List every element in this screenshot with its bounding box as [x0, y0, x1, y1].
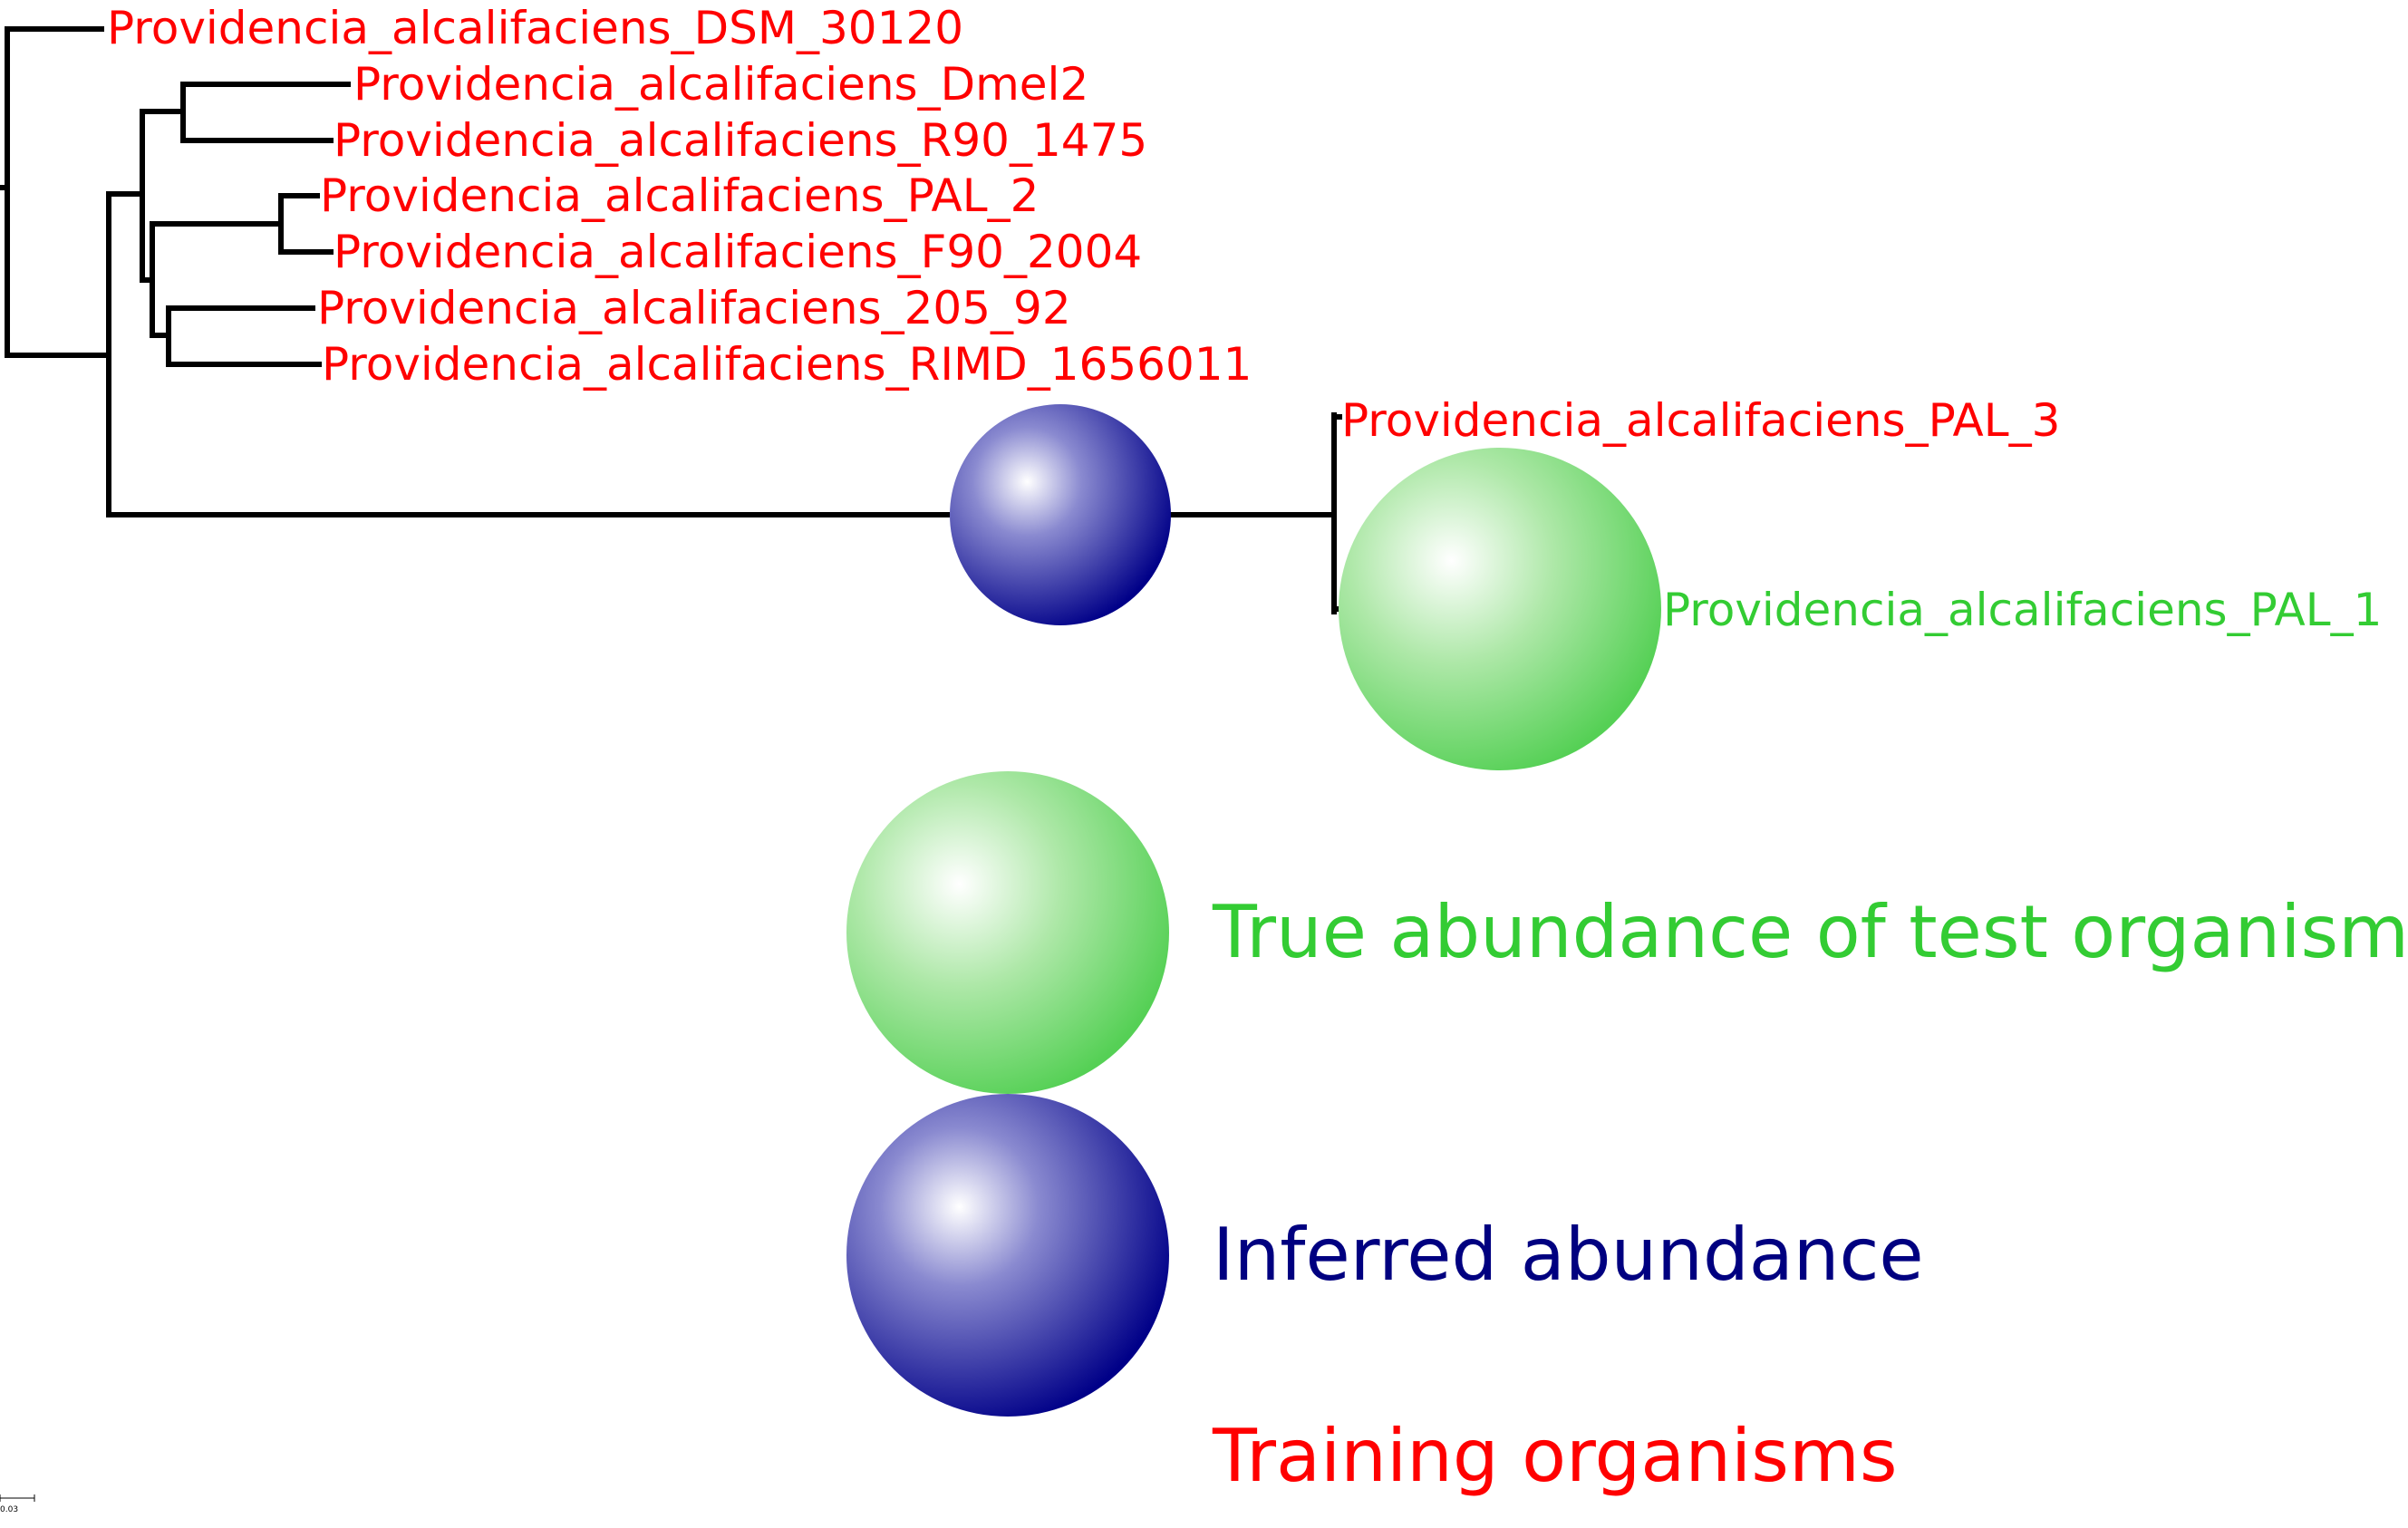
leaf-label-205: Providencia_alcalifaciens_205_92 — [317, 282, 1071, 334]
legend-test-swatch — [846, 771, 1169, 1094]
leaf-label-f90: Providencia_alcalifaciens_F90_2004 — [334, 226, 1142, 278]
scale-bar: 0.03 — [0, 1494, 35, 1514]
inferred-abundance-bubble — [950, 404, 1171, 625]
leaf-label-r90: Providencia_alcalifaciens_R90_1475 — [334, 114, 1147, 167]
leaf-label-pal1: Providencia_alcalifaciens_PAL_1 — [1663, 584, 2382, 636]
legend-training-label: Training organisms — [1212, 1414, 1898, 1498]
leaf-label-rimd: Providencia_alcalifaciens_RIMD_1656011 — [322, 338, 1252, 391]
legend-inferred-swatch — [846, 1094, 1169, 1417]
legend-test-label: True abundance of test organisms — [1212, 890, 2408, 974]
true-abundance-bubble-pal1 — [1339, 448, 1661, 770]
leaf-label-dmel2: Providencia_alcalifaciens_Dmel2 — [353, 58, 1088, 111]
scale-bar-line — [0, 1494, 35, 1502]
tree-branches — [0, 26, 1342, 614]
legend: True abundance of test organisms Inferre… — [846, 771, 2408, 1498]
legend-inferred-label: Inferred abundance — [1213, 1213, 1924, 1297]
leaf-label-dsm: Providencia_alcalifaciens_DSM_30120 — [107, 2, 963, 54]
scale-bar-label: 0.03 — [0, 1505, 18, 1514]
leaf-label-pal2: Providencia_alcalifaciens_PAL_2 — [320, 169, 1039, 222]
leaf-labels: Providencia_alcalifaciens_DSM_30120 Prov… — [107, 2, 2382, 636]
leaf-label-pal3: Providencia_alcalifaciens_PAL_3 — [1341, 394, 2060, 447]
